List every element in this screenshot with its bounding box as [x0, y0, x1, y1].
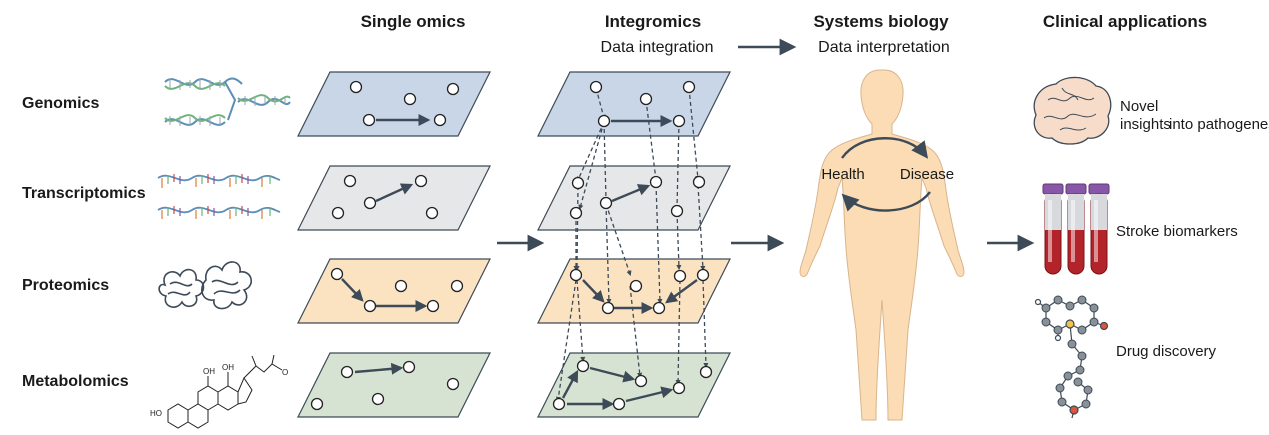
svg-text:O: O [282, 368, 288, 377]
header-single-omics: Single omics [361, 12, 466, 31]
integromics-cross-layer-links [555, 87, 709, 403]
bile-acid-molecule-icon: OH OH HO O [150, 354, 288, 429]
single-omics-transcriptomics-layer [297, 165, 491, 231]
svg-text:HO: HO [150, 409, 162, 418]
drug-discovery-label: Drug discovery [1116, 343, 1217, 360]
row-label-transcriptomics: Transcriptomics [22, 185, 146, 202]
insights-label-line2: insights [1120, 116, 1171, 133]
integromics-transcriptomics-layer [537, 165, 731, 231]
disease-label: Disease [900, 166, 954, 183]
integromics-metabolomics-layer [537, 352, 731, 418]
svg-text:OH: OH [203, 367, 215, 376]
row-label-proteomics: Proteomics [22, 277, 109, 294]
protein-coil-icon [158, 261, 252, 310]
insights-label-line1: Novel [1120, 98, 1158, 115]
header-systems-biology: Systems biology [813, 12, 949, 31]
disease-to-health-arrow [841, 191, 931, 212]
row-label-genomics: Genomics [22, 95, 99, 112]
integromics-nodes [552, 80, 713, 411]
integromics-genomics-layer [537, 71, 731, 137]
drug-molecule-icon [1034, 295, 1109, 419]
insights-label-line3: into pathogenesis [1169, 116, 1269, 133]
health-to-disease-arrow [841, 137, 929, 159]
single-omics-genomics-layer [297, 71, 491, 137]
header-clinical-applications: Clinical applications [1043, 12, 1207, 31]
health-label: Health [821, 166, 864, 183]
row-label-metabolomics: Metabolomics [22, 373, 129, 390]
header-integromics: Integromics [605, 12, 701, 31]
human-body-silhouette [799, 69, 965, 421]
subheader-data-integration: Data integration [601, 39, 714, 56]
blood-tubes-icon [1042, 183, 1110, 275]
single-omics-proteomics-layer [297, 258, 491, 324]
rna-strands-icon [157, 174, 281, 219]
subheader-data-interpretation: Data interpretation [818, 39, 950, 56]
dna-double-helix-icon [164, 77, 291, 126]
biomarkers-label: Stroke biomarkers [1116, 223, 1238, 240]
single-omics-metabolomics-layer [297, 352, 491, 418]
brain-icon [1033, 76, 1112, 145]
svg-text:OH: OH [222, 363, 234, 372]
